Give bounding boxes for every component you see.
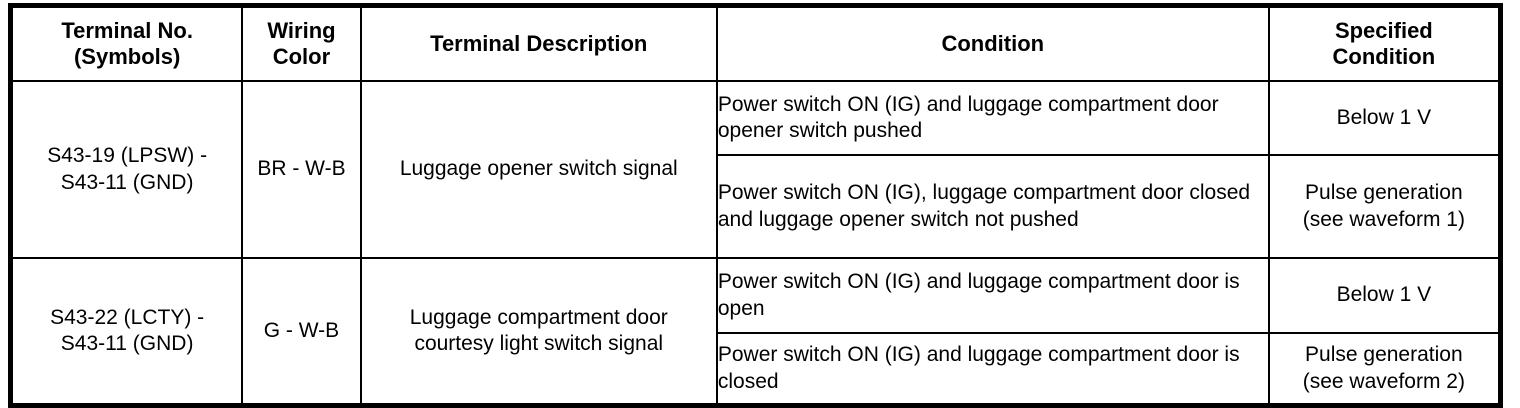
cell-condition-2a: Power switch ON (IG) and luggage compart…	[715, 257, 1270, 334]
cell-wiring-color-1: BR - W-B	[241, 80, 362, 259]
column-header-terminal-no: Terminal No. (Symbols)	[9, 4, 244, 82]
table-row: S43-19 (LPSW) - S43-11 (GND) BR - W-B Lu…	[9, 80, 1502, 259]
specified-condition-1a-line1: Below 1 V	[1336, 105, 1432, 129]
column-header-condition: Condition	[715, 4, 1270, 82]
table-header: Terminal No. (Symbols) Wiring Color Term…	[9, 4, 1502, 82]
terminal-no-2-line1: S43-22 (LCTY) -	[50, 305, 205, 329]
terminal-description-1-line1: Luggage opener switch signal	[399, 157, 678, 181]
cell-specified-condition-1a: Below 1 V	[1267, 80, 1502, 156]
table-body: S43-19 (LPSW) - S43-11 (GND) BR - W-B Lu…	[9, 80, 1502, 407]
terminal-no-2-line2: S43-11 (GND)	[60, 332, 194, 355]
cell-terminal-no-2: S43-22 (LCTY) - S43-11 (GND)	[9, 257, 244, 407]
column-header-terminal-description: Terminal Description	[359, 4, 718, 82]
column-header-specified-condition-line1: Specified	[1334, 18, 1433, 44]
table-row: S43-22 (LCTY) - S43-11 (GND) G - W-B Lug…	[9, 257, 1502, 407]
column-header-specified-condition: Specified Condition	[1267, 4, 1502, 82]
column-header-terminal-no-line1: Terminal No.	[61, 18, 193, 44]
cell-specified-condition-1b: Pulse generation (see waveform 1)	[1267, 154, 1502, 259]
terminal-no-1-line2: S43-11 (GND)	[60, 170, 194, 194]
cell-terminal-description-1: Luggage opener switch signal	[359, 80, 718, 259]
specified-condition-2b-line2: (see waveform 2)	[1302, 369, 1465, 393]
cell-condition-2b: Power switch ON (IG) and luggage compart…	[715, 332, 1270, 407]
table-header-row: Terminal No. (Symbols) Wiring Color Term…	[9, 4, 1502, 82]
specified-condition-1b-line2: (see waveform 1)	[1302, 207, 1465, 231]
terminal-no-1-line1: S43-19 (LPSW) -	[47, 144, 208, 168]
column-header-specified-condition-line2: Condition	[1332, 44, 1436, 69]
table-row: Power switch ON (IG), luggage compartmen…	[11, 154, 1502, 259]
table-row: Power switch ON (IG) and luggage compart…	[11, 332, 1502, 407]
cell-terminal-no-1: S43-19 (LPSW) - S43-11 (GND)	[9, 80, 244, 259]
terminal-description-2-line1: Luggage compartment door	[409, 305, 668, 329]
terminal-description-2-line2: courtesy light switch signal	[414, 332, 664, 355]
column-header-wiring-color-line2: Color	[272, 44, 331, 69]
cell-specified-condition-2a: Below 1 V	[1267, 257, 1502, 334]
cell-wiring-color-2: G - W-B	[241, 257, 362, 407]
terminal-specification-table: Terminal No. (Symbols) Wiring Color Term…	[8, 3, 1503, 408]
column-header-terminal-no-line2: (Symbols)	[73, 44, 181, 69]
cell-terminal-description-2: Luggage compartment door courtesy light …	[359, 257, 718, 407]
cell-condition-1a: Power switch ON (IG) and luggage compart…	[715, 80, 1270, 156]
column-header-wiring-color: Wiring Color	[241, 4, 362, 82]
cell-condition-1b: Power switch ON (IG), luggage compartmen…	[715, 154, 1270, 259]
specified-condition-2a-line1: Below 1 V	[1336, 283, 1432, 307]
cell-specified-condition-2b: Pulse generation (see waveform 2)	[1267, 332, 1502, 407]
specified-condition-2b-line1: Pulse generation	[1305, 343, 1463, 367]
column-header-wiring-color-line1: Wiring	[267, 18, 336, 44]
specified-condition-1b-line1: Pulse generation	[1305, 181, 1463, 205]
